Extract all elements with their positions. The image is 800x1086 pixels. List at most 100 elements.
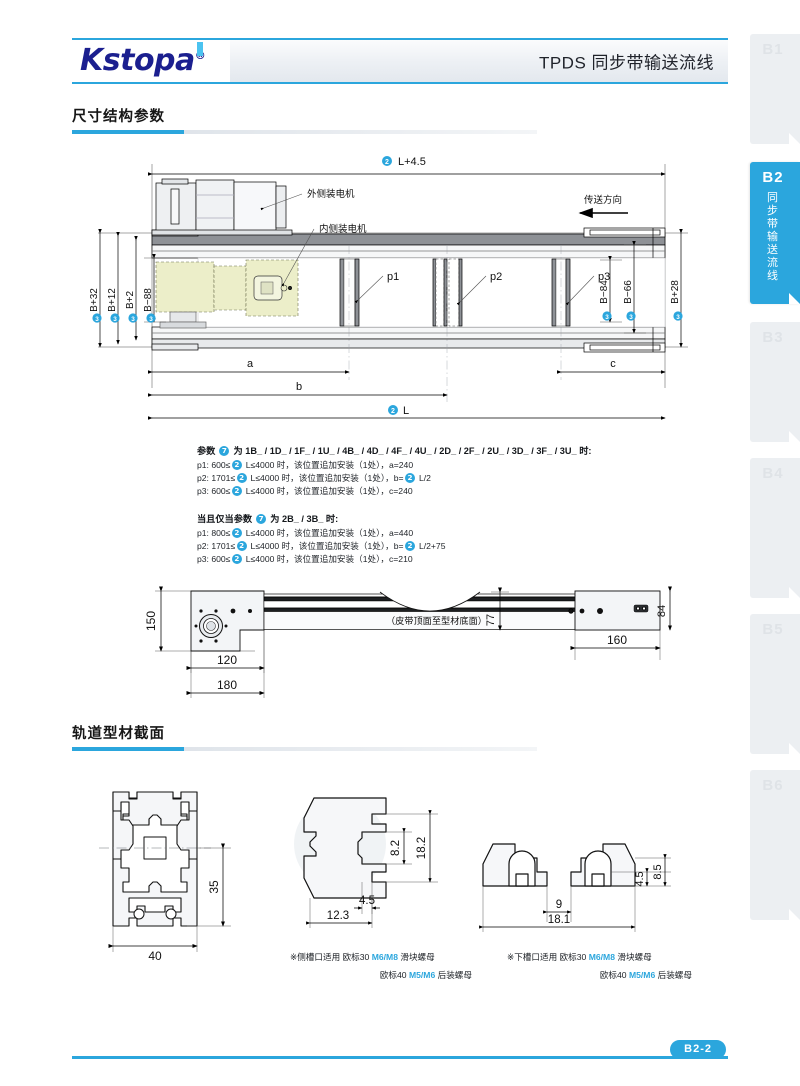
section-underline-tail	[184, 747, 537, 751]
p2b-mid: L≤4000 时，该位置追加安装（1处），b=	[248, 540, 404, 551]
left-dim-4: B−88	[143, 288, 154, 312]
profile-dim-40: 40	[148, 949, 162, 960]
index-tab-b5[interactable]: B5	[750, 614, 800, 754]
side-dim-77: 77	[485, 614, 497, 626]
plan-dim-c: c	[610, 358, 616, 370]
note-r2-post: 后装螺母	[655, 970, 692, 980]
profile-dim-35: 35	[207, 880, 221, 894]
section-heading-dimensions: 尺寸结构参数	[72, 105, 537, 134]
svg-text:3: 3	[149, 316, 153, 323]
profile-note-right-line2: 欧标40 M5/M6 后装螺母	[507, 968, 692, 983]
note-l1-pre: ※侧槽口适用 欧标30	[290, 952, 372, 962]
svg-text:3: 3	[113, 316, 117, 323]
pulley-label-p1: p1	[387, 271, 399, 283]
param-block1-heading-pre: 参数	[197, 446, 216, 456]
p3-mid: L≤4000 时，该位置追加安装（1处），c=240	[243, 486, 413, 497]
index-tab-b6-code: B6	[762, 777, 784, 794]
section-underline	[72, 130, 537, 134]
svg-text:3: 3	[95, 316, 99, 323]
param-block1-heading: 参数 7 为 1B_ / 1D_ / 1F_ / 1U_ / 4B_ / 4D_…	[197, 444, 737, 459]
p1b-mid: L≤4000 时，该位置追加安装（1处），a=440	[243, 527, 414, 538]
vtext-ch-5: 流	[767, 257, 779, 269]
tab-fold-corner	[789, 587, 800, 598]
vtext-ch-6: 线	[767, 270, 779, 282]
badge-2: 2	[236, 540, 247, 551]
callout-inner-motor: 内侧装电机	[319, 223, 367, 235]
note-r1-post: 滑块螺母	[614, 952, 652, 962]
p3b-mid: L≤4000 时，该位置追加安装（1处），c=210	[243, 554, 413, 565]
index-tab-b2-label: 同步带输送流线	[750, 192, 796, 283]
profile-slot-detail-drawing: 18.2 8.2 4.5 12.3	[290, 782, 445, 932]
badge-2: 2	[236, 473, 247, 484]
vtext-ch-0: 同	[767, 192, 779, 204]
tab-fold-corner	[789, 293, 800, 304]
vtext-ch-4: 送	[767, 244, 779, 256]
nut-dim-18-1: 18.1	[548, 914, 570, 926]
profile-note-left-line2: 欧标40 M5/M6 后装螺母	[290, 968, 472, 983]
logo-accent-bar	[197, 42, 204, 56]
badge-2b: 2	[405, 473, 416, 484]
plan-view-drawing: 2 L+4.5 外侧装电机 内侧装电机 传送方向 p1 p2 p3 B+32 B…	[88, 150, 740, 430]
left-dim-3: B+2	[125, 291, 136, 310]
param-block2-line-1: p1: 800≤2 L≤4000 时，该位置追加安装（1处），a=440	[197, 527, 737, 540]
index-tab-b6[interactable]: B6	[750, 770, 800, 920]
note-r2-pre: 欧标40	[599, 970, 629, 980]
plan-dim-a: a	[247, 358, 254, 370]
left-dim-2: B+12	[107, 288, 118, 312]
param-block2-heading-pre: 当且仅当参数	[197, 513, 253, 524]
tab-fold-corner	[789, 133, 800, 144]
section-heading-profile-label: 轨道型材截面	[72, 726, 165, 742]
plan-dim-L: L	[403, 405, 409, 417]
param-badge-7: 7	[219, 446, 230, 456]
side-dim-84: 84	[656, 605, 668, 617]
note-l2-thread: M5/M6	[408, 970, 436, 980]
tab-fold-corner	[789, 909, 800, 920]
vtext-ch-2: 带	[767, 218, 779, 230]
profile-note-right-line1: ※下槽口适用 欧标30 M6/M8 滑块螺母	[507, 950, 652, 965]
p3-prefix: p3: 600≤	[197, 486, 231, 497]
index-tab-b4[interactable]: B4	[750, 458, 800, 598]
index-tab-b2[interactable]: B2 同步带输送流线	[750, 162, 800, 304]
p2-prefix: p2: 1701≤	[197, 473, 236, 484]
callout-outer-motor: 外侧装电机	[307, 188, 355, 200]
note-l1-post: 滑块螺母	[397, 952, 435, 962]
param-block1-line-2: p2: 1701≤2 L≤4000 时，该位置追加安装（1处），b=2 L/2	[197, 472, 737, 485]
param-block2-heading: 当且仅当参数 7 为 2B_ / 3B_ 时:	[197, 512, 737, 527]
param-block1-heading-post: 为 1B_ / 1D_ / 1F_ / 1U_ / 4B_ / 4D_ / 4F…	[233, 446, 592, 456]
note-l2-pre: 欧标40	[379, 970, 409, 980]
svg-text:3: 3	[676, 314, 680, 321]
brand-logo-name: Kstopa	[80, 43, 195, 78]
plan-top-dimension: L+4.5	[398, 156, 426, 168]
index-tab-b2-code: B2	[762, 169, 784, 186]
vtext-ch-1: 步	[767, 205, 779, 217]
index-tab-b1-code: B1	[762, 41, 784, 58]
dim-badge-2	[382, 156, 392, 166]
param-block2-line-2: p2: 1701≤2 L≤4000 时，该位置追加安装（1处），b=2 L/2+…	[197, 540, 737, 553]
profile-note-left-line1: ※侧槽口适用 欧标30 M6/M8 滑块螺母	[290, 950, 435, 965]
param-block2-line-3: p3: 600≤2 L≤4000 时，该位置追加安装（1处），c=210	[197, 553, 737, 566]
header-band	[230, 40, 728, 82]
right-dim-1: B−84	[599, 280, 610, 304]
p2b-suffix: L/2+75	[416, 540, 446, 551]
param-block2-heading-post: 为 2B_ / 3B_ 时:	[270, 513, 339, 524]
index-tab-b3[interactable]: B3	[750, 322, 800, 442]
badge-2: 2	[231, 554, 242, 565]
note-r1-pre: ※下槽口适用 欧标30	[507, 952, 589, 962]
section-heading-profile: 轨道型材截面	[72, 722, 537, 751]
p2b-prefix: p2: 1701≤	[197, 540, 236, 551]
note-l1-thread: M6/M8	[371, 952, 398, 962]
nut-dim-8-5: 8.5	[652, 864, 664, 879]
page-title: TPDS 同步带输送流线	[538, 53, 714, 73]
section-underline-tail	[184, 130, 537, 134]
side-dim-120: 120	[217, 653, 237, 667]
section-underline	[72, 747, 537, 751]
index-tab-b5-code: B5	[762, 621, 784, 638]
parameter-notes: 参数 7 为 1B_ / 1D_ / 1F_ / 1U_ / 4B_ / 4D_…	[197, 444, 737, 566]
p1b-prefix: p1: 800≤	[197, 527, 231, 538]
index-tab-b1[interactable]: B1	[750, 34, 800, 144]
nut-dim-4-5: 4.5	[634, 871, 646, 886]
side-dim-150: 150	[144, 611, 158, 631]
p2-mid: L≤4000 时，该位置追加安装（1处），b=	[248, 473, 404, 484]
param-spacer	[197, 499, 737, 512]
